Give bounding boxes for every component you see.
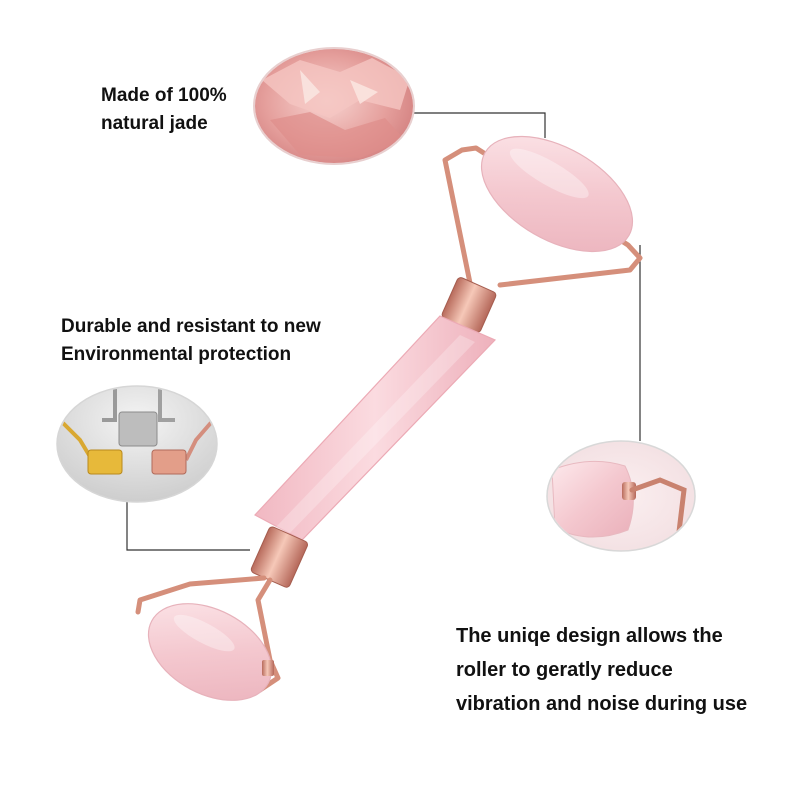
callout-lines [126, 112, 641, 551]
caption-jade-line-2: natural jade [101, 113, 208, 134]
jade-facial-roller-icon [135, 135, 643, 701]
caption-jade-line-1: Made of 100% [101, 85, 227, 106]
caption-durable: Durable and resistant to new Environment… [61, 313, 321, 369]
caption-unique-design: The uniqe design allows the roller to ge… [456, 619, 747, 721]
roller-frame-detail-icon [546, 440, 696, 552]
rose-quartz-stone-detail-icon [253, 47, 415, 165]
caption-design-line-1: The uniqe design allows the [456, 625, 723, 647]
connector-line-metal [126, 500, 250, 551]
caption-design-line-3: vibration and noise during use [456, 693, 748, 715]
caption-natural-jade: Made of 100% natural jade [101, 82, 227, 138]
metal-finish-swatches-icon [56, 385, 218, 503]
caption-design-line-2: roller to geratly reduce [456, 659, 673, 681]
connector-line-jade [413, 112, 546, 138]
caption-durable-line-1: Durable and resistant to new [61, 316, 321, 337]
caption-durable-line-2: Environmental protection [61, 344, 292, 365]
